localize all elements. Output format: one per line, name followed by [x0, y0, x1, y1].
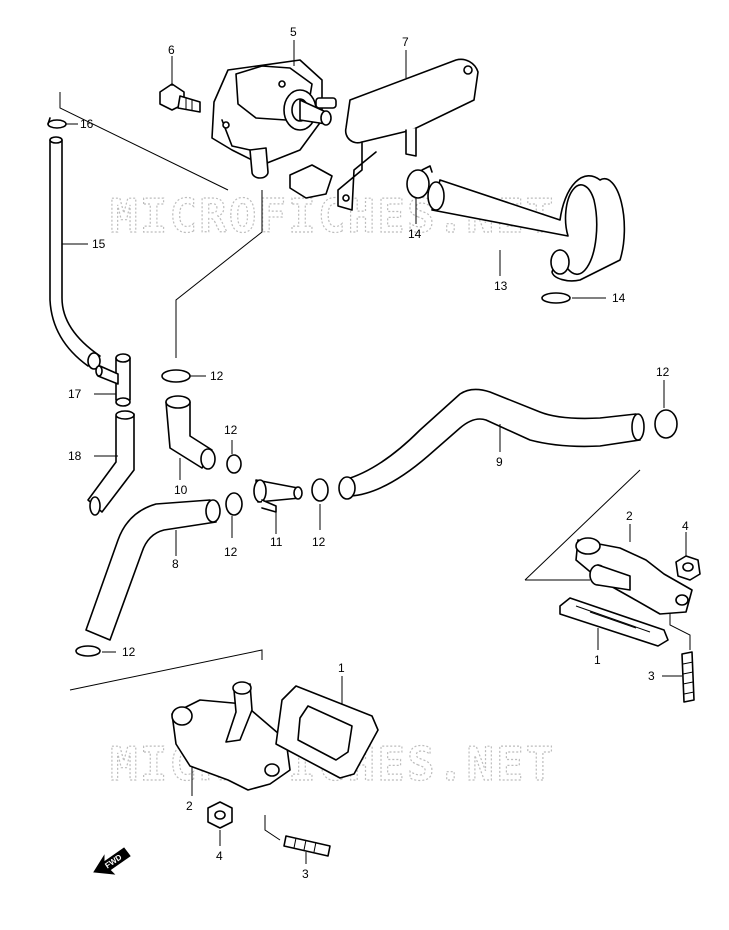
callout-15: 15 [92, 237, 106, 251]
callout-14-lower: 14 [612, 291, 626, 305]
forward-arrow-icon: FWD [93, 847, 131, 875]
gasket-part-1-bottom[interactable] [275, 685, 379, 779]
callout-3-bottom: 3 [302, 867, 309, 881]
callout-4-bottom: 4 [216, 849, 223, 863]
hose-part-8[interactable] [85, 499, 221, 641]
callout-2-right: 2 [626, 509, 633, 523]
clip-part-12-c[interactable] [225, 492, 243, 516]
hose-part-13[interactable] [427, 175, 626, 282]
callout-12-c: 12 [224, 545, 238, 559]
hose-part-15[interactable] [49, 136, 101, 370]
air-valve-part-5[interactable] [211, 59, 337, 179]
callout-17: 17 [68, 387, 82, 401]
callout-12-a: 12 [210, 369, 224, 383]
hose-part-9[interactable] [338, 388, 645, 500]
clip-part-12-a[interactable] [161, 369, 191, 383]
callout-5: 5 [290, 25, 297, 39]
cover-part-2-right[interactable] [575, 537, 693, 615]
stud-part-3-bottom[interactable] [283, 835, 331, 857]
callout-9: 9 [496, 455, 503, 469]
callout-12-e: 12 [656, 365, 670, 379]
clip-part-12-d[interactable] [311, 478, 329, 502]
gasket-part-1-right[interactable] [559, 597, 669, 647]
clip-part-14-lower[interactable] [541, 292, 571, 304]
callout-labels: 5 6 7 16 15 17 18 14 13 14 12 10 12 12 8… [68, 25, 689, 881]
nut-part-4-right[interactable] [675, 555, 701, 581]
clip-part-14-upper[interactable] [406, 165, 433, 199]
callout-1-bottom: 1 [338, 661, 345, 675]
callout-13: 13 [494, 279, 508, 293]
clip-part-12-e[interactable] [654, 409, 678, 439]
assembly-guide-lines [59, 92, 691, 841]
callout-7: 7 [402, 35, 409, 49]
cover-part-2-bottom[interactable] [171, 681, 291, 791]
clip-part-12-f[interactable] [75, 645, 101, 657]
leader-lines [62, 40, 687, 864]
hose-part-10[interactable] [165, 395, 216, 470]
hose-part-18[interactable] [87, 410, 135, 516]
stud-part-3-right[interactable] [681, 651, 695, 703]
connector-part-11[interactable] [253, 479, 303, 513]
callout-1-right: 1 [594, 653, 601, 667]
callout-11: 11 [270, 535, 283, 549]
callout-14-upper: 14 [408, 227, 422, 241]
callout-2-bottom: 2 [186, 799, 193, 813]
bolt-part-6[interactable] [159, 83, 201, 113]
bracket-part-7[interactable] [289, 58, 479, 211]
callout-12-b: 12 [224, 423, 238, 437]
callout-12-d: 12 [312, 535, 326, 549]
callout-4-right: 4 [682, 519, 689, 533]
callout-8: 8 [172, 557, 179, 571]
t-joint-part-17[interactable] [95, 353, 131, 407]
callout-12-f: 12 [122, 645, 136, 659]
callout-3-right: 3 [648, 669, 655, 683]
nut-part-4-bottom[interactable] [207, 801, 233, 829]
callout-10: 10 [174, 483, 188, 497]
clip-part-12-b[interactable] [226, 454, 242, 474]
clip-part-16[interactable] [47, 117, 67, 129]
callout-18: 18 [68, 449, 82, 463]
callout-16: 16 [80, 117, 94, 131]
callout-6: 6 [168, 43, 175, 57]
